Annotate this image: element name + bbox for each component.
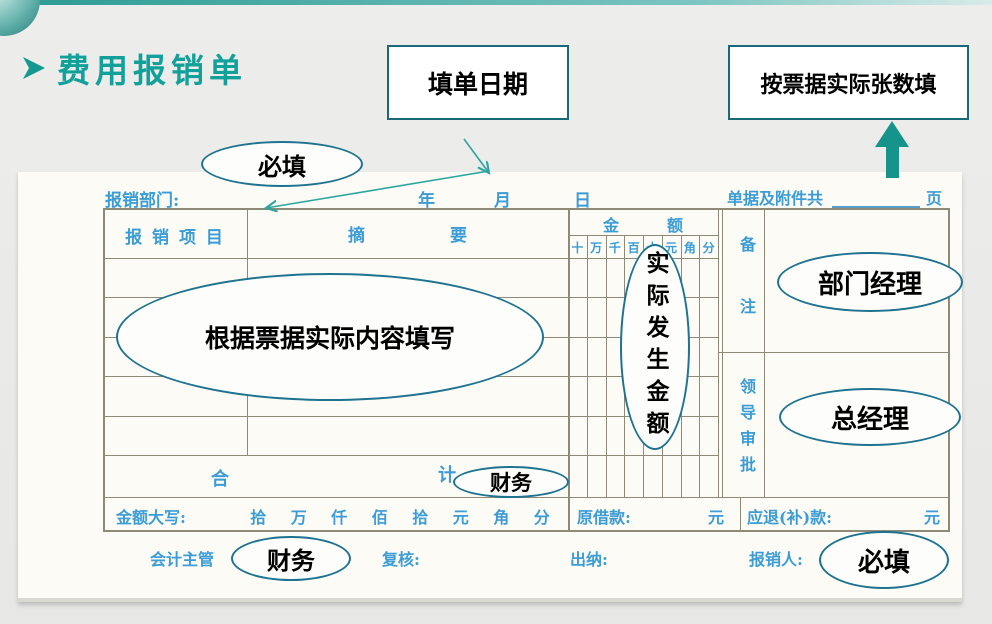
dept-label: 报销部门: — [105, 191, 180, 211]
callout-finance-total-text: 财务 — [490, 471, 532, 495]
arrow-bullet-icon — [23, 57, 45, 79]
callout-required-bottom: 必填 — [819, 531, 949, 589]
callout-pages-box: 按票据实际张数填 — [728, 45, 969, 120]
amount-words-label: 金额大写: — [116, 508, 186, 527]
callout-dept-manager-text: 部门经理 — [817, 269, 922, 300]
callout-required-top: 必填 — [201, 141, 363, 187]
column-header-item: 报 销 项 目 — [125, 228, 225, 248]
attachments-blank-underline — [832, 206, 920, 208]
corner-ball-decoration — [0, 0, 40, 36]
callout-fill-content: 根据票据实际内容填写 — [116, 273, 544, 401]
attachments-label: 单据及附件共 — [727, 189, 824, 208]
original-loan-unit: 元 — [708, 508, 725, 527]
reviewer-label: 复核: — [382, 550, 420, 569]
amount-words-units: 拾万仟佰拾元角分 — [250, 508, 550, 527]
callout-general-manager: 总经理 — [779, 388, 961, 446]
cashier-label: 出纳: — [570, 550, 608, 569]
callout-finance-sign-text: 财务 — [267, 547, 315, 575]
callout-actual-amount-text: 实际发生金额 — [642, 251, 668, 443]
attachments-unit: 页 — [926, 189, 943, 208]
accounting-supervisor-label: 会计主管 — [150, 550, 215, 569]
callout-fill-date-box: 填单日期 — [387, 45, 569, 120]
slide-title-row: 费用报销单 — [20, 44, 247, 92]
column-header-summary: 摘 要 — [348, 226, 467, 246]
slide-title: 费用报销单 — [57, 51, 247, 90]
column-header-amount: 金 额 — [602, 216, 683, 235]
callout-finance-total: 财务 — [453, 466, 569, 498]
callout-fill-content-text: 根据票据实际内容填写 — [204, 324, 455, 353]
callout-required-bottom-text: 必填 — [857, 547, 910, 578]
original-loan-label: 原借款: — [577, 508, 631, 527]
refund-label: 应退(补)款: — [747, 508, 833, 527]
callout-dept-manager: 部门经理 — [777, 252, 963, 312]
column-header-remark: 备注 — [737, 236, 756, 360]
callout-general-manager-text: 总经理 — [830, 404, 909, 435]
claimant-label: 报销人: — [749, 550, 803, 569]
approval-label: 领导审批 — [737, 378, 756, 482]
refund-unit: 元 — [924, 508, 941, 527]
up-arrow-icon — [875, 121, 909, 178]
total-label-right: 计 — [438, 465, 456, 486]
arrow-date-to-form — [463, 138, 489, 173]
day-label: 日 — [574, 191, 591, 211]
callout-pages-text: 按票据实际张数填 — [760, 72, 937, 98]
top-accent-bar — [0, 0, 992, 5]
total-label-left: 合 — [211, 469, 229, 490]
month-label: 月 — [494, 191, 511, 211]
callout-finance-sign: 财务 — [231, 536, 351, 581]
callout-required-top-text: 必填 — [258, 152, 306, 181]
callout-fill-date-text: 填单日期 — [427, 69, 528, 99]
callout-actual-amount: 实际发生金额 — [620, 244, 690, 450]
